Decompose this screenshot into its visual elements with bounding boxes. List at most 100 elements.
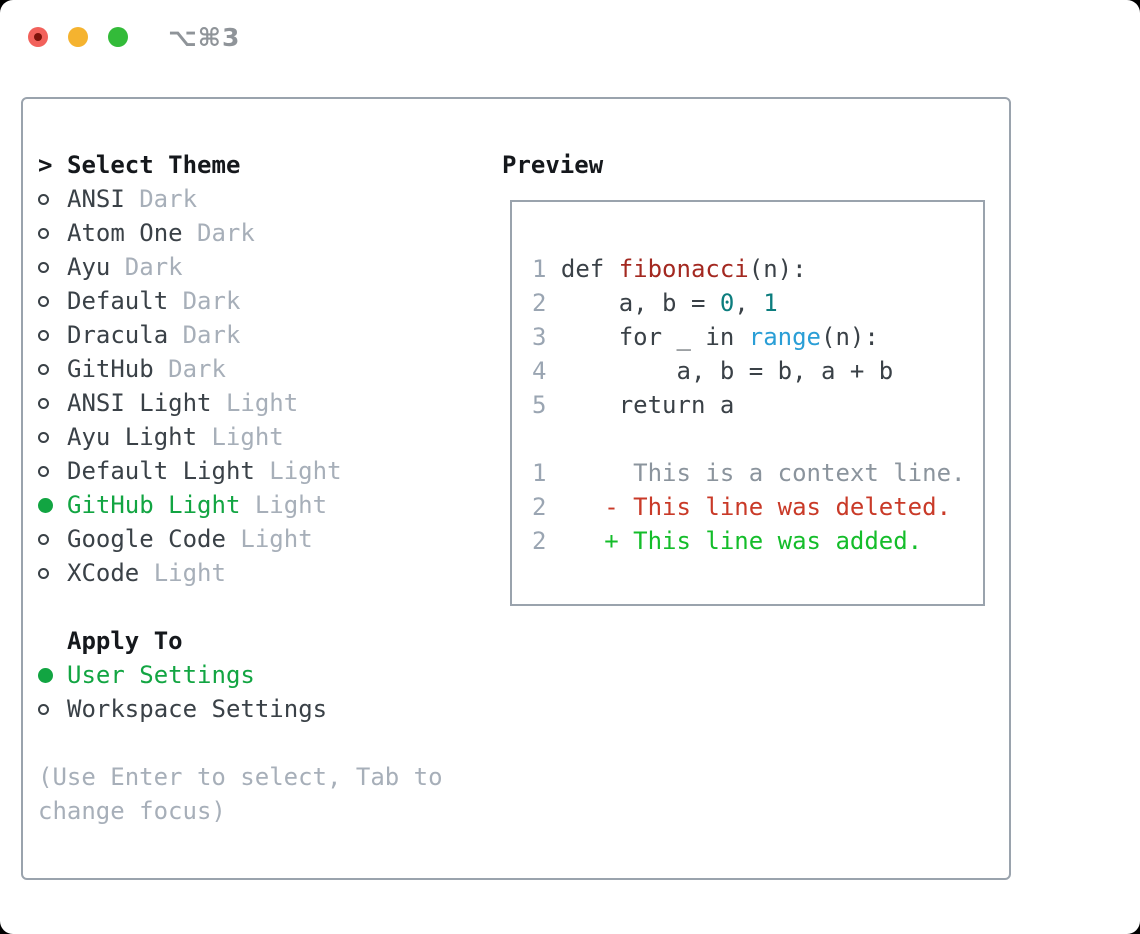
select-theme-header: > Select Theme [38, 148, 443, 182]
theme-name: XCode [67, 559, 140, 587]
theme-name: ANSI [67, 185, 125, 213]
theme-option-github[interactable]: GitHub Dark [38, 352, 443, 386]
code-token: a, b = [546, 289, 720, 317]
code-token: (n): [821, 323, 879, 351]
code-token: 3 [532, 323, 547, 351]
radio-unselected-icon [38, 295, 67, 307]
code-token: + This line was added. [604, 527, 923, 555]
theme-variant-tag: Dark [182, 287, 241, 315]
theme-name: Google Code [67, 525, 226, 553]
code-token: , [734, 289, 764, 317]
code-line: 4 a, b = b, a + b [532, 354, 983, 388]
radio-unselected-icon [38, 567, 67, 579]
code-token: 2 [532, 493, 547, 521]
code-token: a, b = b, a + b [546, 357, 894, 385]
apply-to-header: Apply To [38, 624, 443, 658]
code-line: 2 a, b = 0, 1 [532, 286, 983, 320]
keyboard-hint-line-2: change focus) [38, 797, 226, 825]
theme-option-github-light[interactable]: GitHub Light Light [38, 488, 443, 522]
code-token: 2 [532, 527, 547, 555]
unsaved-changes-dot-icon [34, 33, 42, 41]
radio-unselected-icon [38, 227, 67, 239]
theme-name: GitHub [67, 355, 154, 383]
apply-option-label: Workspace Settings [67, 695, 328, 723]
radio-unselected-icon [38, 703, 67, 715]
code-token: This is a context line. [546, 459, 966, 487]
theme-variant-tag: Dark [168, 355, 226, 383]
code-token: fibonacci [618, 255, 749, 283]
radio-unselected-icon [38, 261, 67, 273]
theme-name: Default [67, 287, 169, 315]
spacer [38, 726, 443, 760]
radio-unselected-icon [38, 431, 67, 443]
theme-option-ansi[interactable]: ANSI Dark [38, 182, 443, 216]
theme-name: Ayu [67, 253, 111, 281]
theme-option-default-light[interactable]: Default Light Light [38, 454, 443, 488]
apply-option-label: User Settings [67, 661, 255, 689]
close-button[interactable] [28, 27, 48, 47]
code-token: 4 [532, 357, 547, 385]
code-token: 2 [532, 289, 547, 317]
theme-name: Ayu Light [67, 423, 198, 451]
radio-unselected-icon [38, 397, 67, 409]
radio-unselected-icon [38, 193, 67, 205]
theme-variant-tag: Light [240, 525, 313, 553]
code-line: 1 This is a context line. [532, 456, 983, 490]
theme-variant-tag: Dark [197, 219, 255, 247]
code-token: return a [546, 391, 735, 419]
theme-option-default[interactable]: Default Dark [38, 284, 443, 318]
code-line: 2 + This line was added. [532, 524, 983, 558]
code-token: 5 [532, 391, 547, 419]
theme-option-ayu-light[interactable]: Ayu Light Light [38, 420, 443, 454]
spacer [38, 590, 443, 624]
apply-to-title: Apply To [67, 627, 183, 655]
radio-selected-icon [38, 667, 67, 683]
theme-option-xcode[interactable]: XCode Light [38, 556, 443, 590]
code-token: 0 [719, 289, 735, 317]
code-token: (n): [748, 255, 807, 283]
select-theme-title: Select Theme [67, 151, 241, 179]
code-token: def [546, 255, 619, 283]
apply-option-user-settings[interactable]: User Settings [38, 658, 443, 692]
code-line [532, 422, 983, 456]
minimize-button[interactable] [68, 27, 88, 47]
radio-unselected-icon [38, 329, 67, 341]
radio-unselected-icon [38, 363, 67, 375]
theme-name: ANSI Light [67, 389, 212, 417]
code-line: 2 - This line was deleted. [532, 490, 983, 524]
code-token: - This line was deleted. [604, 493, 952, 521]
code-token: range [748, 323, 821, 351]
theme-name: Default Light [67, 457, 255, 485]
theme-variant-tag: Light [211, 423, 284, 451]
preview-title: Preview [502, 151, 604, 179]
apply-option-workspace-settings[interactable]: Workspace Settings [38, 692, 443, 726]
theme-option-google-code[interactable]: Google Code Light [38, 522, 443, 556]
code-token: 1 [532, 255, 547, 283]
code-token [546, 493, 604, 521]
window-title: ⌥⌘3 [168, 23, 241, 52]
code-line: 3 for _ in range(n): [532, 320, 983, 354]
title-bar: ⌥⌘3 [0, 0, 1140, 97]
theme-variant-tag: Light [225, 389, 299, 417]
theme-variant-tag: Dark [139, 185, 198, 213]
code-line: 1 def fibonacci(n): [532, 252, 983, 286]
zoom-button[interactable] [108, 27, 128, 47]
theme-variant-tag: Light [153, 559, 226, 587]
theme-variant-tag: Light [254, 491, 328, 519]
theme-name: GitHub Light [67, 491, 241, 519]
theme-variant-tag: Light [269, 457, 342, 485]
code-token: 1 [763, 289, 778, 317]
theme-variant-tag: Dark [182, 321, 241, 349]
keyboard-hint-line-1: (Use Enter to select, Tab to [38, 763, 443, 791]
code-token: 1 [532, 459, 547, 487]
theme-option-ansi-light[interactable]: ANSI Light Light [38, 386, 443, 420]
